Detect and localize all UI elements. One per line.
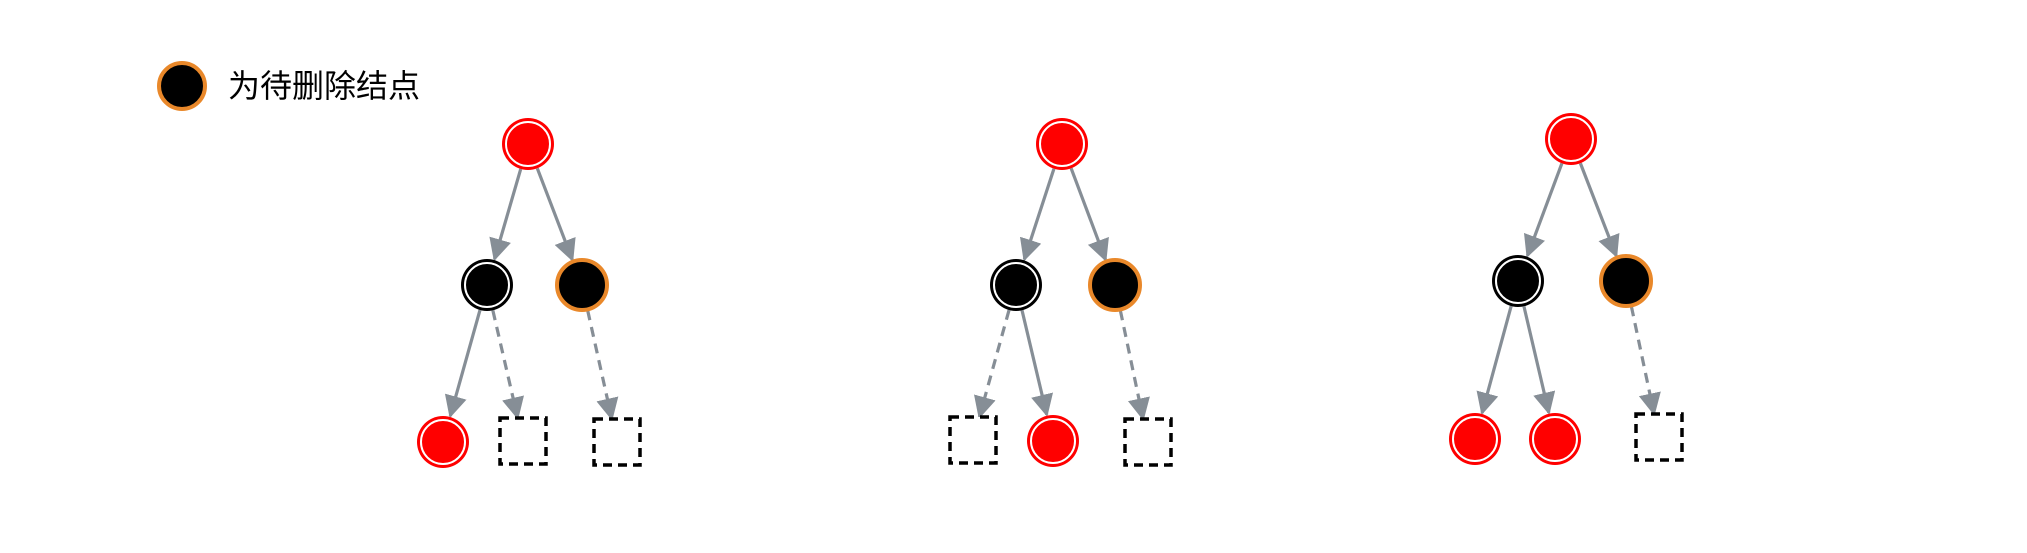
node-root [1545,113,1597,165]
node-outer-ring [461,259,513,311]
node-inner-ring [420,419,466,465]
node-inner-ring [1030,418,1076,464]
edge-right-to-right-child-dashed [1629,306,1661,416]
node-outer-ring [1449,413,1501,465]
node-inner-ring [993,262,1039,308]
edge-root-to-right [1069,167,1109,262]
node-outer-ring [1529,413,1581,465]
node-outer-ring [502,118,554,170]
node-inner-ring [464,262,510,308]
edge-root-to-left [1523,162,1564,258]
tree-case-3 [1449,113,1684,465]
legend-label: 为待删除结点 [228,67,420,105]
node-inner-ring [1495,258,1541,304]
node-outer-ring [990,259,1042,311]
tree-case-1 [417,118,642,468]
node-outer-ring [417,416,469,468]
node-root [1036,118,1088,170]
edge-left-to-left-left-dashed [974,309,1011,420]
tree-case-2 [948,118,1173,467]
node-inner-ring [505,121,551,167]
edge-root-to-right [1578,162,1620,258]
nil-leaf-left-right [498,416,548,466]
node-right-to-delete [555,258,609,312]
nil-leaf-right-child [1634,412,1684,462]
node-root [502,118,554,170]
node-outer-ring [1492,255,1544,307]
node-left [1492,255,1544,307]
node-right-to-delete [1088,258,1142,312]
edge-left-to-left-right-dashed [491,309,524,420]
node-left-left [1449,413,1501,465]
legend: 为待删除结点 [157,61,420,111]
edge-right-to-right-child-dashed [586,310,619,421]
nil-leaf-right-child [592,417,642,467]
node-circle [1088,258,1142,312]
node-left-right [1027,415,1079,467]
edge-right-to-right-child-dashed [1118,310,1150,421]
nil-leaf-right-child [1123,417,1173,467]
node-inner-ring [1039,121,1085,167]
node-inner-ring [1548,116,1594,162]
node-outer-ring [1545,113,1597,165]
node-inner-ring [1532,416,1578,462]
node-circle [1599,254,1653,308]
trees-group [417,113,1684,468]
edge-root-to-right [535,167,576,262]
node-left [461,259,513,311]
node-left-left [417,416,469,468]
edge-left-to-left-right [1020,309,1054,417]
edge-left-to-left-right [1522,305,1556,415]
node-outer-ring [1027,415,1079,467]
node-circle [555,258,609,312]
node-inner-ring [1452,416,1498,462]
edge-left-to-left-left [444,309,482,419]
edge-root-to-left [489,168,523,262]
node-left-right [1529,413,1581,465]
node-left [990,259,1042,311]
edge-left-to-left-left [1476,305,1513,416]
node-outer-ring [1036,118,1088,170]
nil-leaf-left-left [948,415,998,465]
edge-root-to-left [1019,168,1056,262]
legend-delete-node-icon [157,61,207,111]
node-right-to-delete [1599,254,1653,308]
